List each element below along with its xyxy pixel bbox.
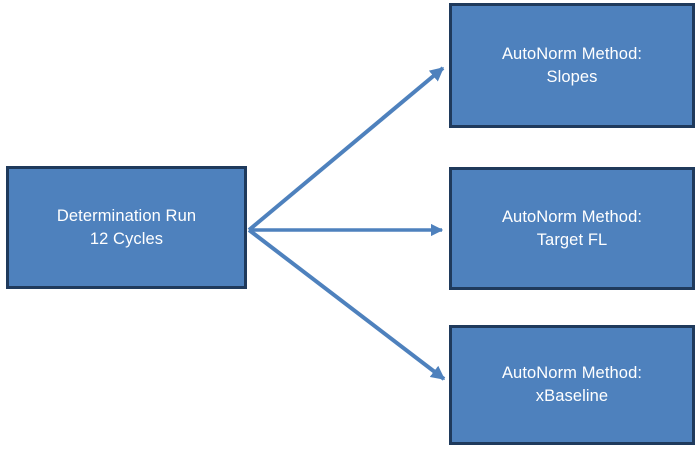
node-autonorm-target-fl-line2: Target FL [536, 230, 608, 249]
node-determination-run-line2: 12 Cycles [89, 229, 164, 248]
node-autonorm-slopes: AutoNorm Method: Slopes [449, 3, 695, 128]
node-autonorm-slopes-line2: Slopes [546, 67, 598, 86]
node-autonorm-target-fl: AutoNorm Method: Target FL [449, 167, 695, 290]
node-autonorm-xbaseline-line1: AutoNorm Method: [501, 364, 643, 382]
node-autonorm-xbaseline: AutoNorm Method: xBaseline [449, 325, 695, 445]
arrow-to-xbaseline-icon [247, 228, 446, 381]
node-autonorm-slopes-line1: AutoNorm Method: [501, 44, 643, 63]
node-autonorm-xbaseline-line2: xBaseline [535, 387, 609, 405]
node-determination-run: Determination Run 12 Cycles [6, 166, 247, 289]
node-autonorm-target-fl-line1: AutoNorm Method: [501, 207, 643, 226]
arrow-to-slopes-icon [247, 66, 445, 232]
node-determination-run-line1: Determination Run [56, 206, 197, 225]
